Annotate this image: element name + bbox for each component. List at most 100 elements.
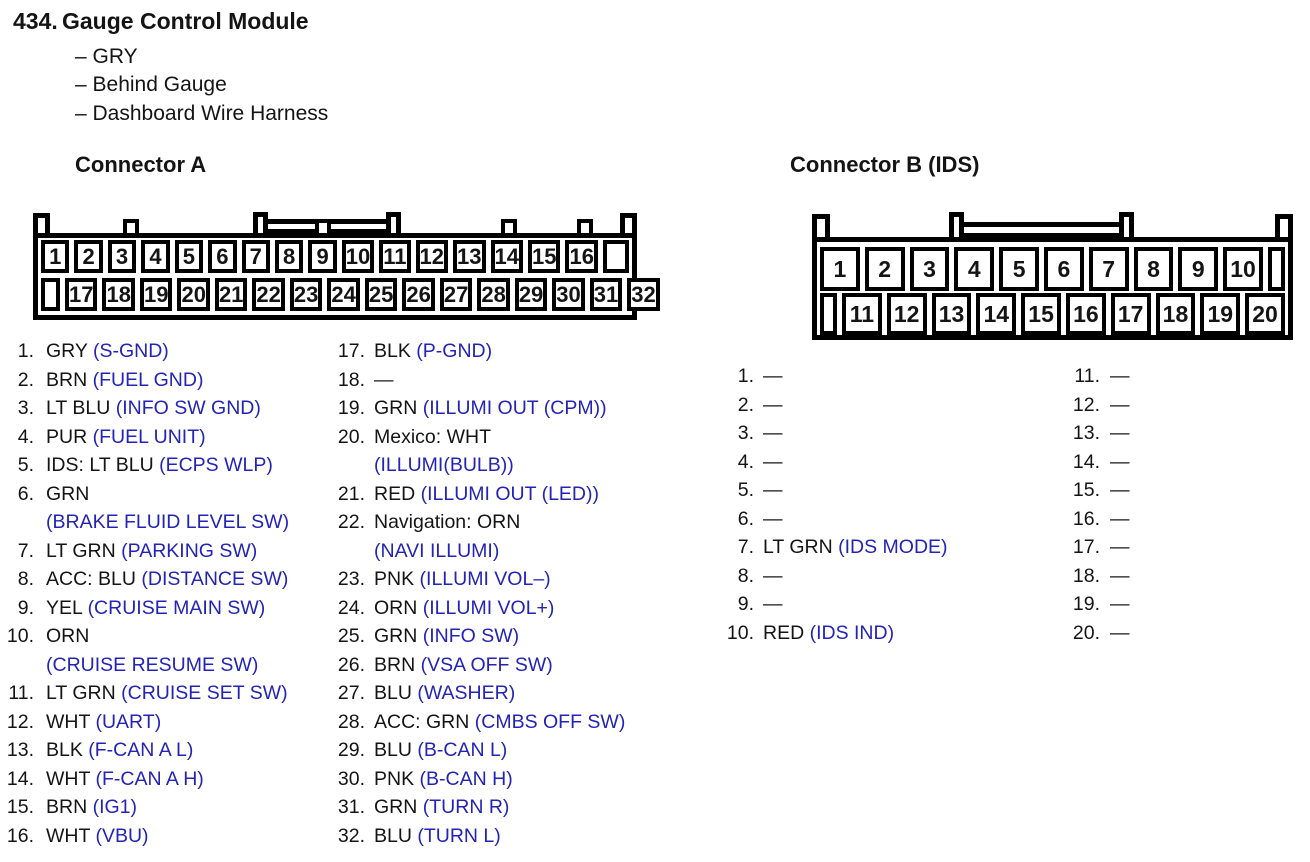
corner-tab [33,213,50,238]
pin-desc: — [1110,362,1130,391]
pin-number: 25. [337,625,365,647]
pin-number: 13. [6,739,34,761]
pin-cell-25: 25 [364,278,398,311]
pin-row: 16.— [1058,505,1130,534]
pin-desc: Mexico: WHT(ILLUMI(BULB)) [374,423,514,480]
pin-row: 7.LT GRN (IDS MODE) [718,533,948,562]
pin-number: 6. [17,482,34,505]
pin-cell-13: 13 [931,293,972,335]
pin-cell-7: 7 [241,240,270,273]
location-detail: – Behind Gauge [75,73,227,97]
pin-row: 20.Mexico: WHT(ILLUMI(BULB)) [327,423,625,480]
pin-row: 16.WHT (VBU) [0,822,289,851]
pin-row: 13.BLK (F-CAN A L) [0,736,289,765]
pin-number: 11. [8,682,34,704]
pin-cell-28: 28 [477,278,510,311]
pin-row: 8.— [718,562,948,591]
wire-color: BRN [374,653,416,676]
wire-color: GRN [374,397,418,419]
lock-tab [315,219,331,237]
wire-color: — [1110,422,1130,444]
pin-number: 16. [1072,507,1100,530]
pin-number: 4. [737,450,754,473]
wire-color: IDS: LT BLU [46,454,154,476]
pin-row: 31.GRN (TURN R) [327,793,625,822]
pin-desc: LT GRN (PARKING SW) [46,537,257,566]
pin-number: 26. [337,653,365,676]
signal-name: (DISTANCE SW) [141,568,289,590]
wire-color: GRN [374,625,418,647]
pin-cell-11: 11 [842,293,882,335]
corner-tab [620,213,637,238]
pin-cell-2: 2 [864,247,905,291]
pin-row: 18.— [1058,562,1130,591]
pin-number: 28. [337,710,365,733]
pin-row: 3.— [718,419,948,448]
pin-row: 4.PUR (FUEL UNIT) [0,423,289,452]
pin-number: 4. [17,425,34,448]
pin-number: 2. [17,368,34,391]
pin-row: 30.PNK (B-CAN H) [327,765,625,794]
pin-cell-6: 6 [1043,247,1084,291]
pin-row: 1.GRY (S-GND) [0,337,289,366]
wire-color: BLU [374,824,412,847]
wire-color: WHT [46,824,91,847]
pin-number: 8. [17,568,34,590]
pin-cell-17: 17 [65,278,98,311]
pin-row: 25.GRN (INFO SW) [327,622,625,651]
pin-desc: — [763,562,783,591]
connector-a-pin-list-right: 17.BLK (P-GND)18.—19.GRN (ILLUMI OUT (CP… [327,337,625,850]
blank-slot [41,278,60,311]
wire-color: — [1110,593,1130,615]
pin-row: 1.— [718,362,948,391]
pin-row: 8.ACC: BLU (DISTANCE SW) [0,565,289,594]
wire-color: Navigation: ORN [374,511,521,533]
signal-name: (CRUISE MAIN SW) [87,596,266,619]
pin-desc: — [763,476,783,505]
pin-row: 6.GRN(BRAKE FLUID LEVEL SW) [0,480,289,537]
pin-row: 32.BLU (TURN L) [327,822,625,851]
pin-cell-16: 16 [565,240,598,273]
signal-name: (ILLUMI VOL–) [419,568,551,590]
pin-number: 9. [737,593,754,615]
pin-row: 17.BLK (P-GND) [327,337,625,366]
pin-cell-5: 5 [174,240,204,273]
pin-cell-26: 26 [402,278,435,311]
pin-row: 27.BLU (WASHER) [327,679,625,708]
pin-row: 6.— [718,505,948,534]
pin-row: 14.— [1058,448,1130,477]
pin-cell-14: 14 [490,240,523,273]
wire-color: — [763,593,783,615]
connector-b-pin-list-right: 11.—12.—13.—14.—15.—16.—17.—18.—19.—20.— [1058,362,1130,647]
pin-row: 9.YEL (CRUISE MAIN SW) [0,594,289,623]
signal-name: (NAVI ILLUMI) [374,539,500,562]
pin-row: 2.— [718,391,948,420]
pin-number: 24. [337,596,365,619]
pin-cell-29: 29 [514,278,548,311]
pin-cell-7: 7 [1088,247,1129,291]
signal-name: (ECPS WLP) [159,454,273,476]
pin-cell-6: 6 [208,240,237,273]
pin-row: 7.LT GRN (PARKING SW) [0,537,289,566]
pin-cell-16: 16 [1065,293,1106,335]
signal-name: (P-GND) [416,340,493,362]
pin-number: 5. [737,479,754,501]
signal-name: (F-CAN A L) [88,739,194,761]
pin-row: 9. — [718,590,948,619]
wire-color: — [763,450,783,473]
pin-row: 10.RED (IDS IND) [718,619,948,648]
pin-cell-8: 8 [1133,247,1174,291]
pin-desc: ORN(CRUISE RESUME SW) [46,622,258,679]
pin-cell-1: 1 [820,247,860,291]
signal-name: (FUEL GND) [92,368,204,391]
pin-cell-14: 14 [976,293,1017,335]
wire-color: LT GRN [763,536,833,558]
pin-cell-17: 17 [1110,293,1151,335]
wire-color: PNK [374,767,415,790]
pin-cell-12: 12 [886,293,927,335]
pin-number: 20. [1072,621,1100,644]
signal-name: (B-CAN H) [419,767,513,790]
pin-cell-1: 1 [41,240,70,273]
